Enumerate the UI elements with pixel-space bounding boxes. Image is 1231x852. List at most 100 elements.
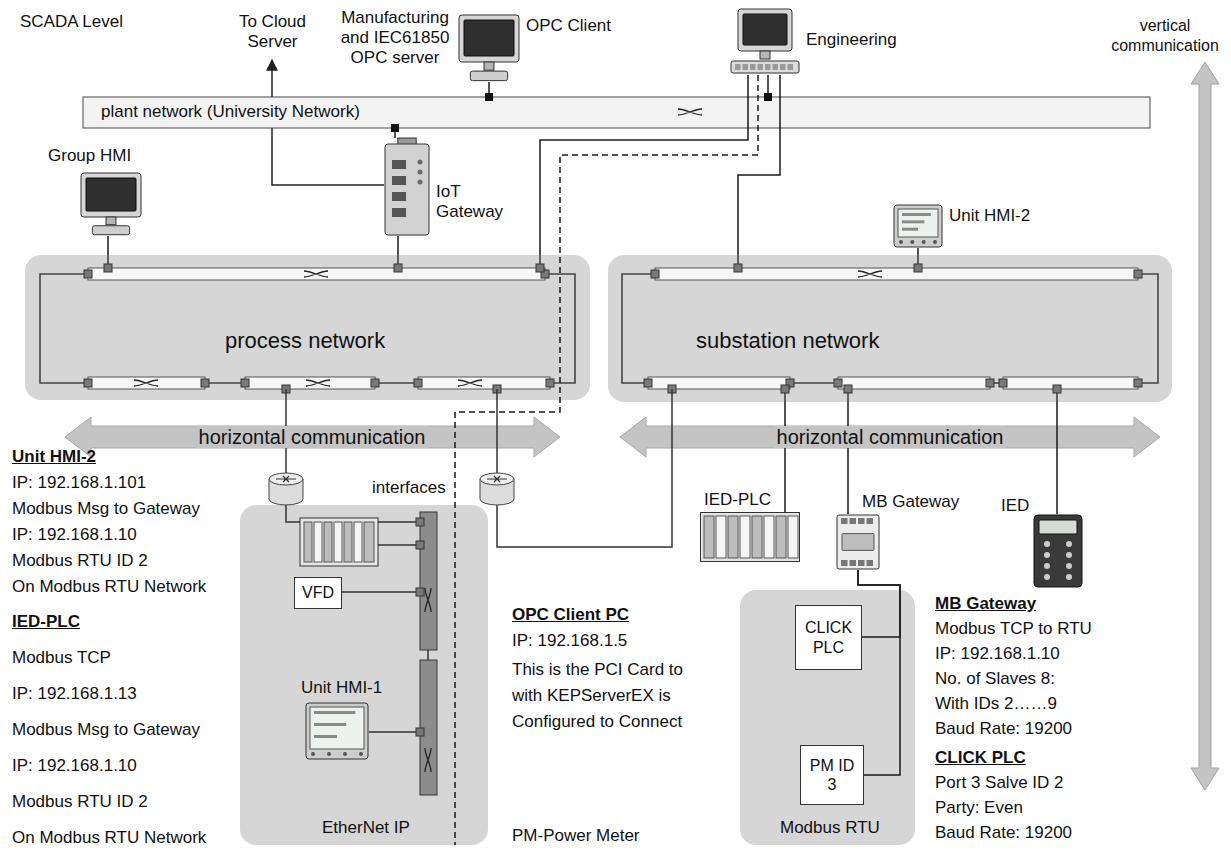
port: [416, 518, 424, 526]
plc-rack: IED-PLC: [700, 512, 800, 562]
label-holder: IED-PLC: [704, 490, 771, 510]
note-line: Modbus RTU ID 2: [12, 551, 148, 571]
horizontal-arrow: [65, 417, 560, 457]
hmi-monitor: Group HMI: [80, 172, 142, 236]
label-holder: IED-PLC: [12, 612, 80, 632]
note-line: Modbus TCP: [12, 648, 111, 668]
keyboard: [731, 61, 799, 73]
plc-rack: [300, 518, 378, 566]
router-arrows: [487, 476, 507, 482]
label-holder: vertical communication: [1103, 16, 1227, 56]
label-holder: interfaces: [372, 478, 446, 498]
port: [84, 379, 92, 387]
network-link: [488, 82, 490, 97]
dashed-link: [455, 75, 758, 845]
port: [416, 541, 424, 549]
label-holder: Modbus TCP: [12, 648, 111, 668]
gateway-module: [837, 515, 879, 569]
network-link: [107, 236, 109, 255]
region-ground: [240, 505, 488, 845]
hmi-button: [311, 752, 315, 756]
hmi-button: [359, 752, 363, 756]
label-holder: Engineering: [806, 30, 897, 50]
gateway-port: [392, 176, 406, 185]
switch-symbol: [134, 380, 158, 386]
terminal: [858, 518, 865, 524]
node-label: IED: [1001, 496, 1029, 516]
plc-rack-picture: [700, 512, 800, 562]
label-holder: Baud Rate: 19200: [935, 823, 1072, 843]
note-line: Baud Rate: 19200: [935, 719, 1072, 739]
hmi-button: [922, 240, 926, 244]
network-region: substation network: [608, 255, 1172, 402]
ring-lines: [622, 255, 1158, 402]
device-box: VFD: [294, 577, 342, 609]
node-label: OPC Client: [526, 16, 611, 36]
label-holder: Modbus RTU: [780, 818, 880, 838]
switch-symbol: [304, 271, 328, 277]
note-line: PM-Power Meter: [512, 826, 640, 846]
note-line: On Modbus RTU Network: [12, 828, 206, 848]
ied-relay: IED: [1033, 514, 1083, 588]
port: [734, 264, 742, 272]
switch-symbol: [425, 588, 431, 612]
hmi-graphic: [902, 228, 918, 231]
gateway-led: [418, 170, 423, 175]
label-holder: On Modbus RTU Network: [12, 577, 206, 597]
ports: [644, 264, 1142, 393]
label-holder: Manufacturing and IEC61850 OPC server: [334, 8, 456, 68]
modbus-gateway: MB Gateway: [836, 514, 880, 570]
label-holder: Port 3 Salve ID 2: [935, 773, 1064, 793]
note-paragraph: This is the PCI Card to with KEPServerEX…: [512, 657, 684, 735]
monitor-base: [92, 226, 129, 235]
keyboard-key: [788, 64, 794, 70]
node-label: CLICK PLC: [802, 618, 855, 656]
label-holder: IoT Gateway: [436, 182, 508, 223]
hmi-monitor-picture: [80, 172, 142, 236]
label-holder: IP: 192.168.1.10: [12, 525, 137, 545]
label-holder: horizontal communication: [730, 426, 1050, 448]
terminal: [858, 560, 865, 566]
network-link: [858, 570, 900, 775]
ethernet-link: [338, 591, 420, 593]
gateway-port: [392, 160, 406, 169]
monitor-base: [470, 71, 507, 81]
engineering-workstation: Engineering: [730, 8, 800, 75]
network-link: [1056, 402, 1058, 514]
hmi-graphic: [902, 213, 931, 216]
hmi-panel: Unit HMI-1: [305, 702, 369, 760]
network-link: [540, 75, 748, 255]
server-label: Manufacturing and IEC61850 OPC server: [334, 8, 456, 68]
router-top: [480, 473, 514, 485]
network-region: process network: [25, 255, 590, 400]
plc-module: [752, 516, 762, 558]
port: [834, 379, 842, 387]
label-holder: With IDs 2……9: [935, 694, 1057, 714]
label-holder: horizontal communication: [152, 426, 472, 448]
hmi-graphic: [902, 220, 924, 223]
plc-module: [304, 522, 312, 562]
network-band: plant network (University Network): [83, 97, 1150, 128]
axis-label: vertical communication: [1103, 16, 1227, 56]
switch-column: [420, 512, 437, 650]
network-link: [784, 402, 786, 512]
block-heading: OPC Client PC: [512, 605, 629, 625]
note-line: Modbus TCP to RTU: [935, 619, 1092, 639]
hmi-panel: Unit HMI-2: [893, 204, 943, 248]
port: [241, 379, 249, 387]
label-holder: IP: 192.168.1.13: [12, 684, 137, 704]
ring-line: [205, 382, 245, 384]
hmi-graphic: [314, 735, 337, 738]
plc-rack-picture: [300, 518, 378, 566]
hmi-screen: [310, 707, 364, 749]
network-link: [917, 248, 919, 255]
label-holder: Unit HMI-1: [301, 678, 382, 698]
label-holder: EtherNet IP: [322, 818, 410, 838]
switch-symbol: [306, 380, 330, 386]
port: [84, 270, 92, 278]
port: [104, 264, 112, 272]
plc-module: [364, 522, 374, 562]
hmi-graphic: [314, 723, 346, 726]
gateway-port: [392, 192, 406, 201]
keyboard-key: [773, 64, 779, 70]
